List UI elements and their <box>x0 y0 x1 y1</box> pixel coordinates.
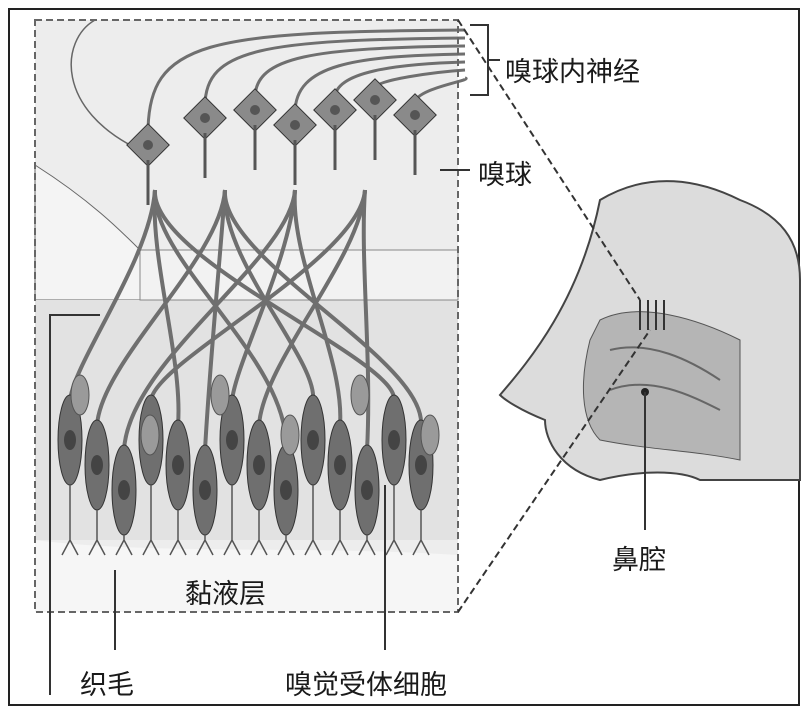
support-cell-nucleus <box>350 374 370 416</box>
receptor-nucleus <box>226 430 238 450</box>
mitral-nucleus <box>143 140 153 150</box>
nose-cross-section <box>498 180 801 482</box>
label-cilia: 织毛 <box>80 670 134 701</box>
axon <box>122 189 297 451</box>
magnified-panel <box>34 19 468 613</box>
receptor-nucleus <box>280 480 292 500</box>
receptor-nucleus <box>64 430 76 450</box>
receptor-nucleus <box>388 430 400 450</box>
axon <box>152 189 397 401</box>
label-receptor-cells: 嗅觉受体细胞 <box>285 670 447 701</box>
support-cell-nucleus <box>70 374 90 416</box>
support-cell-nucleus <box>140 414 160 456</box>
cilium <box>142 485 160 556</box>
cilium <box>196 535 214 556</box>
support-cell-nucleus <box>280 414 300 456</box>
cilium <box>61 485 79 556</box>
receptor-nucleus <box>199 480 211 500</box>
mitral-nucleus <box>370 95 380 105</box>
label-nasal-cavity: 鼻腔 <box>612 545 666 576</box>
cilium <box>88 510 106 556</box>
receptor-nucleus <box>91 455 103 475</box>
cilium <box>250 510 268 556</box>
axon <box>230 189 297 401</box>
axon <box>257 189 367 426</box>
receptor-nucleus <box>334 455 346 475</box>
nerve-fiber <box>293 52 466 114</box>
nerve-fiber <box>253 44 466 99</box>
axon <box>149 189 367 401</box>
leader-lines <box>49 19 651 695</box>
receptor-nucleus <box>361 480 373 500</box>
cilium <box>385 485 403 556</box>
axon <box>292 189 343 426</box>
receptor-nucleus <box>118 480 130 500</box>
axon <box>152 189 289 451</box>
cilium <box>223 485 241 556</box>
cilium <box>115 535 133 556</box>
mitral-nucleus <box>200 113 210 123</box>
mitral-nucleus <box>250 105 260 115</box>
mitral-nucleus <box>410 110 420 120</box>
receptor-nucleus <box>253 455 265 475</box>
cilium <box>358 535 376 556</box>
cilium <box>169 510 187 556</box>
axon <box>152 189 181 426</box>
axon <box>95 189 227 426</box>
receptor-cells <box>57 189 440 556</box>
support-cell-nucleus <box>420 414 440 456</box>
axon <box>203 189 227 451</box>
mitral-nucleus <box>330 105 340 115</box>
axon <box>361 189 371 451</box>
cilium <box>331 510 349 556</box>
support-cell-nucleus <box>210 374 230 416</box>
cilium <box>277 535 295 556</box>
label-olfactory-nerve: 嗅球内神经 <box>505 57 640 88</box>
cilium <box>304 485 322 556</box>
nerve-fiber <box>203 36 466 107</box>
receptor-nucleus <box>172 455 184 475</box>
label-mucus-layer: 黏液层 <box>185 579 266 610</box>
nerve-fiber <box>333 60 466 99</box>
receptor-nucleus <box>415 455 427 475</box>
receptor-nucleus <box>307 430 319 450</box>
axon <box>222 189 424 426</box>
label-olfactory-bulb: 嗅球 <box>478 160 532 191</box>
olfactory-nerve-fibers <box>126 28 468 205</box>
axon <box>222 189 316 401</box>
mitral-nucleus <box>290 120 300 130</box>
nerve-fiber <box>146 28 466 134</box>
cilium <box>412 510 430 556</box>
